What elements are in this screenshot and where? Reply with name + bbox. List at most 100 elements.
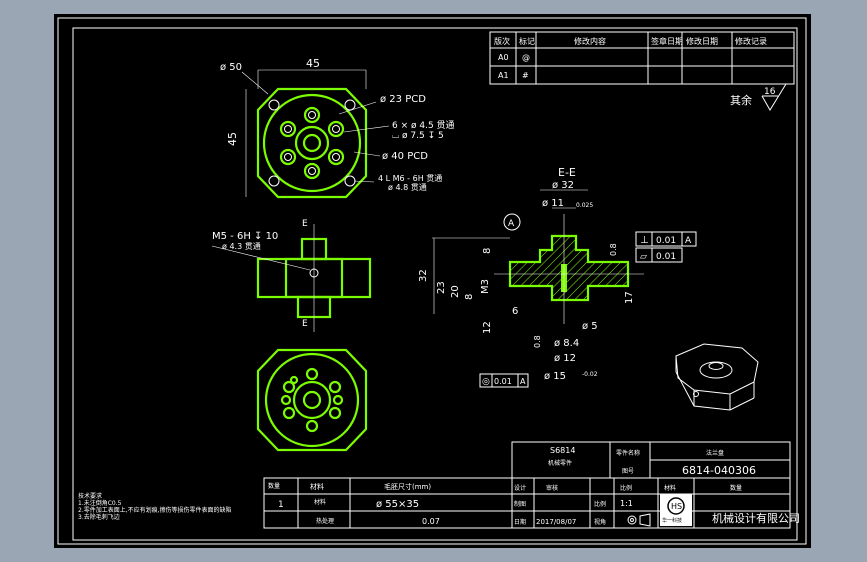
rev-header-0: 版次 — [494, 36, 510, 46]
blank-spec-table: 数量 材料 毛胚尺寸(mm) 1 材料 ø 55×35 热处理 0.07 — [263, 477, 513, 529]
tb-company-name: 机械设计有限公司 — [712, 511, 800, 525]
svg-text:材料: 材料 — [664, 484, 676, 492]
dim-thread-depth: ø 4.3 贯通 — [222, 241, 261, 251]
rev-header-2: 修改内容 — [574, 36, 606, 46]
rev-header-4: 修改日期 — [686, 36, 718, 46]
svg-text:1.未注倒角C0.5: 1.未注倒角C0.5 — [78, 499, 122, 507]
svg-text:数量: 数量 — [268, 482, 280, 490]
svg-text:华一科技: 华一科技 — [662, 517, 682, 524]
datum-circle — [503, 213, 521, 231]
dim-0-8-a: 0.8 — [609, 243, 618, 256]
section-hatch — [510, 236, 628, 300]
tb-model: S6814 — [550, 446, 575, 455]
drawing-sheet: 版次 标记 修改内容 签章日期 修改日期 修改记录 A0 @ A1 # 其余 1… — [54, 14, 811, 548]
dim-8-upper: 8 — [482, 248, 493, 254]
rev-header-1: 标记 — [519, 36, 535, 46]
inner-border — [72, 27, 798, 541]
svg-text:HS: HS — [671, 502, 682, 511]
dim-corner-holes-2: ø 4.8 贯通 — [388, 182, 427, 192]
svg-text:A: A — [520, 377, 526, 386]
gdt-perpendicularity: ⊥ 0.01 A — [635, 231, 697, 247]
rev-header-3: 签章日期 — [651, 36, 683, 46]
rev-header-5: 修改记录 — [735, 36, 767, 46]
svg-text:0.01: 0.01 — [494, 377, 512, 386]
svg-text:视角: 视角 — [594, 518, 606, 526]
top-view-outline — [256, 87, 368, 199]
section-title: E-E — [558, 166, 576, 179]
revision-table: 版次 标记 修改内容 签章日期 修改日期 修改记录 A0 @ A1 # — [489, 31, 795, 85]
dim-8-lower: 8 — [464, 294, 475, 300]
dim-outer-dia: ø 50 — [220, 62, 242, 73]
svg-text:1: 1 — [278, 500, 284, 510]
section-mark-bottom: E — [302, 319, 308, 329]
svg-text:比例: 比例 — [594, 500, 606, 508]
rev-row-0-code: A0 — [498, 53, 509, 62]
projection-symbol-icon — [627, 513, 651, 527]
section-mark-top: E — [302, 219, 308, 229]
dim-thread: M5 - 6H ↧ 10 — [212, 231, 278, 242]
isometric-view — [675, 343, 759, 411]
datum-letter: A — [508, 219, 515, 229]
svg-text:法兰盘: 法兰盘 — [706, 449, 724, 457]
dim-6: 6 — [512, 306, 518, 317]
top-view: 45 45 ø 50 ø 23 PCD 6 × ø 4.5 贯通 ⌴ ø 7.5… — [220, 57, 455, 199]
svg-text:0.07: 0.07 — [422, 517, 440, 526]
technical-notes: 技术要求 1.未注倒角C0.5 2.零件加工表面上,不应有划痕,擦伤等损伤零件表… — [78, 492, 232, 521]
svg-text:零件名称: 零件名称 — [616, 449, 640, 457]
svg-text:毛胚尺寸(mm): 毛胚尺寸(mm) — [384, 482, 431, 491]
dim-dia-11-tol: 0.025 — [576, 202, 593, 209]
company-logo: HS 华一科技 — [660, 494, 692, 526]
dim-pcd-23: ø 23 PCD — [380, 94, 426, 105]
tb-drawing-number: 6814-040306 — [682, 464, 756, 477]
svg-text:比例: 比例 — [620, 484, 632, 492]
svg-text:设计: 设计 — [514, 484, 526, 492]
dim-width-top: 45 — [306, 57, 320, 70]
gdt-flatness: ▱ 0.01 — [635, 247, 683, 263]
dim-dia-32: ø 32 — [552, 180, 574, 191]
bolt-holes — [279, 106, 345, 180]
dim-pcd-40: ø 40 PCD — [382, 151, 428, 162]
bottom-view — [256, 348, 368, 452]
svg-text:1:1: 1:1 — [620, 499, 633, 508]
svg-text:热处理: 热处理 — [316, 517, 334, 525]
dim-corner-holes: 4 L M6 - 6H 贯通 — [378, 173, 442, 183]
front-view: E E M5 - 6H ↧ 10 ø 4.3 贯通 — [211, 219, 372, 332]
surface-roughness-note: 其余 16 — [730, 83, 787, 111]
svg-text:其余: 其余 — [730, 93, 752, 107]
dim-dia-15-tol: -0.02 — [582, 371, 598, 378]
dim-23: 23 — [436, 281, 447, 294]
dim-dia-5: ø 5 — [582, 321, 598, 332]
svg-text:2.零件加工表面上,不应有划痕,擦伤等损伤零件表面的缺陷: 2.零件加工表面上,不应有划痕,擦伤等损伤零件表面的缺陷 — [78, 506, 232, 514]
gdt-concentricity: ◎ 0.01 A — [479, 373, 529, 388]
dim-12-left: 12 — [482, 321, 493, 334]
svg-text:材料: 材料 — [314, 498, 326, 506]
svg-text:材料: 材料 — [310, 482, 324, 491]
svg-text:日期: 日期 — [514, 518, 526, 526]
outer-border — [57, 17, 807, 545]
svg-text:⊥: ⊥ — [640, 235, 649, 246]
dim-17: 17 — [624, 291, 635, 304]
dim-dia-15: ø 15 — [544, 371, 566, 382]
dim-height-top: 45 — [226, 132, 239, 146]
svg-text:0.01: 0.01 — [656, 236, 676, 246]
rev-row-1-code: A1 — [498, 71, 509, 80]
section-view: E-E ø 32 ø 11 0.025 A 32 23 20 8 M3 8 12… — [418, 166, 697, 388]
rev-row-1-mark: # — [522, 71, 529, 80]
svg-text:数量: 数量 — [730, 484, 742, 492]
dim-dia-12: ø 12 — [554, 353, 576, 364]
dim-32: 32 — [418, 269, 429, 282]
bottom-view-outline — [256, 348, 368, 452]
svg-text:◎: ◎ — [482, 377, 490, 387]
dim-holes-depth: ⌴ ø 7.5 ↧ 5 — [392, 131, 444, 141]
top-view-bore-circle — [262, 93, 362, 193]
title-block: S6814 机械零件 零件名称 法兰盘 图号 6814-040306 设计 审核… — [511, 441, 800, 529]
dim-dia-11: ø 11 — [542, 198, 564, 209]
svg-text:0.01: 0.01 — [656, 252, 676, 262]
dim-0-8-b: 0.8 — [533, 335, 542, 348]
svg-text:A: A — [685, 236, 692, 246]
tb-model-sub: 机械零件 — [548, 459, 572, 467]
svg-text:制图: 制图 — [514, 500, 526, 508]
svg-text:技术要求: 技术要求 — [78, 492, 102, 500]
svg-text:图号: 图号 — [622, 468, 634, 475]
